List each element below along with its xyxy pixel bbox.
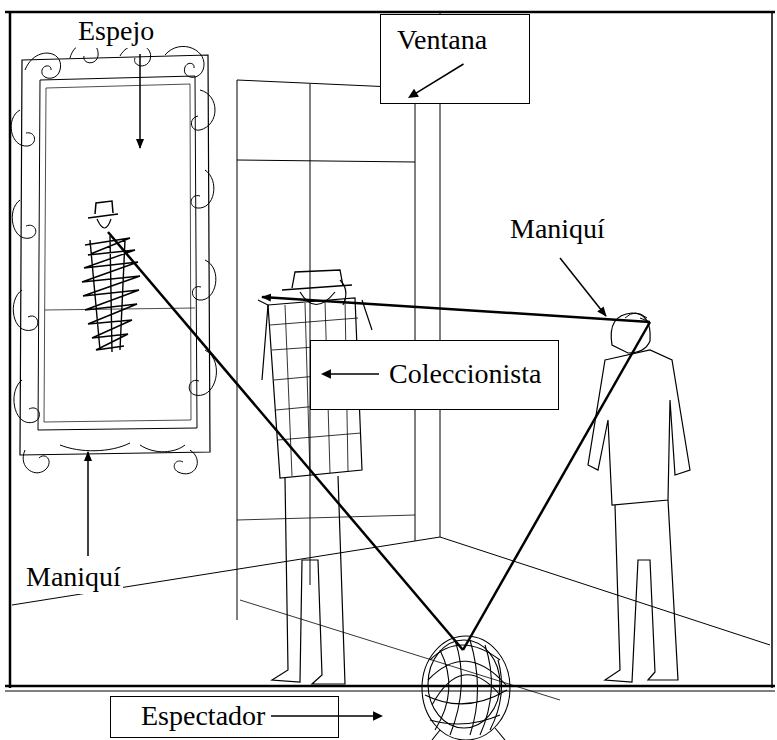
part-label: Espejo	[76, 14, 156, 48]
pointer-arrow	[267, 697, 387, 739]
pointer-arrow	[381, 58, 531, 102]
part-label: Maniquí	[508, 212, 607, 246]
label-box: Ventana	[380, 14, 530, 104]
label-box: Coleccionista	[310, 340, 559, 410]
part-label: Maniquí	[24, 560, 123, 594]
box-label: Coleccionista	[389, 357, 541, 391]
pointer-arrow	[311, 341, 389, 411]
box-label: Espectador	[141, 699, 265, 733]
label-box: Espectador	[110, 696, 339, 738]
box-label: Ventana	[397, 23, 487, 57]
